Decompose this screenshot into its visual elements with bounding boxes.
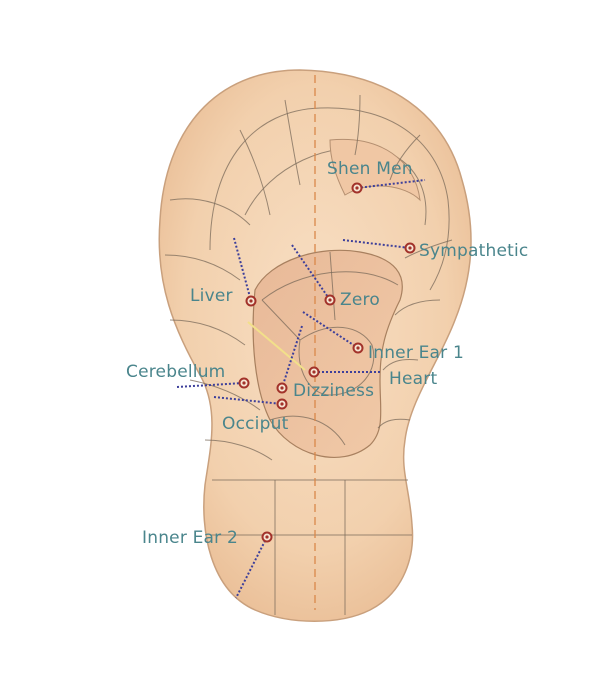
label-shen-men: Shen Men [327, 159, 413, 179]
concha-guide-line [247, 321, 306, 371]
point-shen-men [351, 182, 363, 194]
needle-inner-ear-2 [235, 536, 268, 599]
point-occiput [276, 398, 288, 410]
label-zero: Zero [340, 290, 380, 310]
needle-shen-men [356, 179, 426, 189]
needle-liver [233, 237, 252, 302]
label-dizziness: Dizziness [293, 381, 374, 401]
helix-rim [209, 107, 450, 291]
label-occiput: Occiput [222, 414, 289, 434]
label-sympathetic: Sympathetic [419, 241, 528, 261]
needle-zero [291, 244, 331, 301]
needle-inner-ear-1 [302, 311, 359, 349]
point-labels: Shen Men Sympathetic Liver Zero Inner Ea… [126, 159, 528, 548]
needle-lines [176, 179, 426, 599]
acupoints [238, 182, 416, 543]
point-sympathetic [404, 242, 416, 254]
antitragus-notch [298, 326, 375, 396]
point-cerebellum [238, 377, 250, 389]
point-dizziness [276, 382, 288, 394]
zone-grid [164, 94, 453, 461]
label-inner-ear-1: Inner Ear 1 [368, 343, 464, 363]
needle-cerebellum [176, 382, 245, 388]
label-cerebellum: Cerebellum [126, 362, 225, 382]
needle-sympathetic [342, 239, 411, 249]
label-inner-ear-2: Inner Ear 2 [142, 528, 238, 548]
point-zero [324, 294, 336, 306]
needle-dizziness [281, 325, 303, 389]
needle-occiput [213, 396, 283, 405]
point-liver [245, 295, 257, 307]
concha [252, 249, 403, 459]
label-heart: Heart [389, 369, 437, 389]
label-liver: Liver [190, 286, 233, 306]
point-inner-ear-2 [261, 531, 273, 543]
point-inner-ear-1 [352, 342, 364, 354]
point-heart [308, 366, 320, 378]
cymba-ridge [261, 271, 399, 301]
